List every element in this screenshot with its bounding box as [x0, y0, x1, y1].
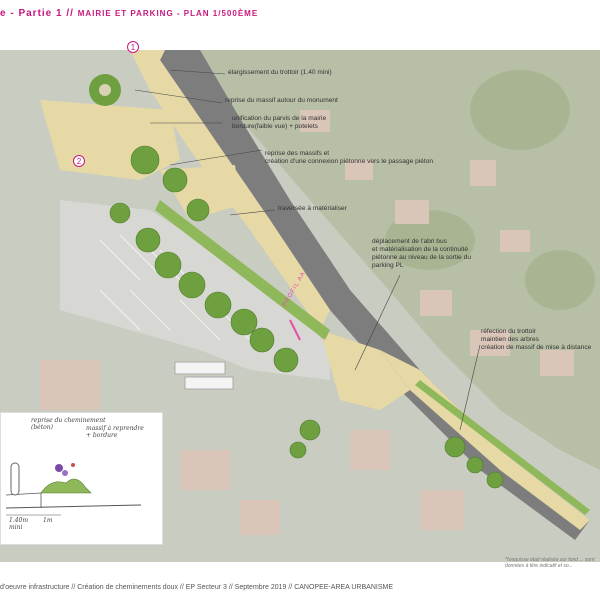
- annotation-sidewalk-widening: élargissement du trottoir (1.40 mini): [228, 69, 332, 76]
- title-part: Partie 1: [18, 8, 63, 19]
- annotation-line: piétonne au niveau de la sortie du: [372, 254, 471, 261]
- sketch-note-1m: 1m: [43, 517, 53, 524]
- buildings: [40, 110, 574, 535]
- annotation-massifs-connexion: reprise des massifs et création d'une co…: [265, 150, 433, 166]
- annotation-bus-stop: déplacement de l'abri bus et matérialisa…: [372, 238, 471, 270]
- annotation-line: déplacement de l'abri bus: [372, 238, 447, 245]
- footer: d'oeuvre infrastructure // Création de c…: [0, 584, 393, 591]
- main-road: [160, 50, 590, 540]
- disclaimer: *l'esquisse était réalisée sur fond ... …: [505, 557, 595, 569]
- residential-zone: [170, 50, 600, 470]
- annotation-line: unification du parvis de la mairie: [232, 115, 327, 122]
- title-plan: - plan 1/500ème: [173, 9, 259, 18]
- title-sep: //: [62, 8, 78, 19]
- annotation-line: création de massif de mise à distance: [481, 344, 592, 351]
- annotation-monument-massif: reprise du massif autour du monument: [225, 97, 338, 104]
- green-strip: [155, 200, 330, 340]
- leader-lines: [134, 69, 481, 431]
- annotation-mairie-forecourt: unification du parvis de la mairie bordu…: [232, 115, 326, 131]
- trees-patch: [470, 70, 570, 150]
- annotation-line: réfection du trottoir: [481, 328, 536, 335]
- annotation-line: reprise des massifs et: [265, 150, 330, 157]
- page-title: e - Partie 1 // mairie et parking - plan…: [0, 8, 258, 19]
- mairie-forecourt: [40, 100, 180, 180]
- truck: [184, 376, 234, 390]
- aerial-plan-map: [0, 50, 600, 562]
- annotation-crossing: traversée à matérialiser: [278, 205, 347, 212]
- sketch-line: (béton): [31, 424, 53, 431]
- monument: [99, 84, 111, 96]
- header: e - Partie 1 // mairie et parking - plan…: [0, 0, 600, 28]
- title-prefix: e -: [0, 8, 19, 19]
- title-place: mairie et parking: [77, 9, 174, 18]
- annotation-line: bordure(faible vue) + potelets: [232, 123, 318, 130]
- sketch-line: 1.40m: [9, 517, 29, 524]
- sketch-note-cheminement: reprise du cheminement (béton): [31, 417, 106, 431]
- sketch-line: massif à reprendre: [86, 425, 144, 432]
- section-marker-1: 1: [127, 41, 139, 53]
- plan-drawing: [0, 50, 600, 562]
- section-marker-2: 2: [73, 155, 85, 167]
- sketch-line: mini: [9, 524, 23, 531]
- sketch-note-massif: massif à reprendre + bordure: [86, 425, 144, 439]
- annotation-line: et matérialisation de la continuité: [372, 246, 469, 253]
- sketch-note-width: 1.40m mini: [9, 517, 28, 531]
- trees-patch: [525, 250, 595, 310]
- trees: [109, 145, 504, 489]
- trees-patch: [385, 210, 475, 270]
- sketch-line: + bordure: [86, 432, 118, 439]
- bus-stop-paving: [320, 330, 410, 410]
- green-strip-east: [415, 380, 590, 515]
- section-line: [289, 319, 301, 341]
- sketch-drawing: [5, 462, 142, 516]
- truck: [174, 361, 226, 375]
- annotation-line: maintien des arbres: [481, 336, 539, 343]
- annotation-line: parking PL: [372, 262, 404, 269]
- sketch-line: reprise du cheminement: [31, 417, 106, 424]
- section-sketch: reprise du cheminement (béton) massif à …: [0, 412, 163, 545]
- annotation-line: création d'une connexion piétonne vers l…: [265, 158, 434, 165]
- annotation-sidewalk-repair: réfection du trottoir maintien des arbre…: [481, 328, 591, 352]
